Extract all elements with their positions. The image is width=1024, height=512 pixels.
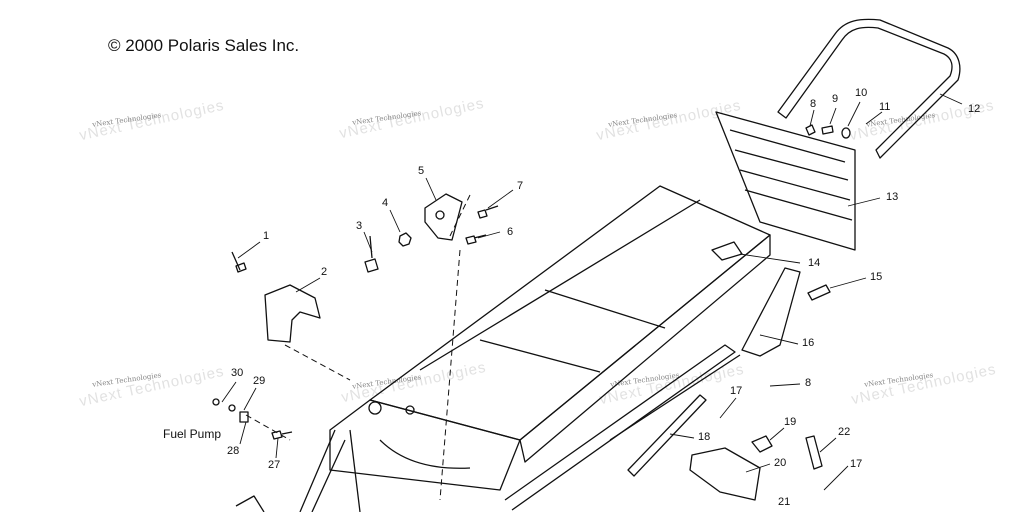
part-18-runner <box>627 394 707 477</box>
callout-9: 9 <box>832 93 839 105</box>
callout-13: 13 <box>886 191 899 203</box>
callout-5: 5 <box>418 165 425 177</box>
part-1-bolt <box>231 251 241 271</box>
part-16-footrest <box>741 267 801 357</box>
callout-22: 22 <box>838 426 851 438</box>
callout-17b: 17 <box>850 458 863 470</box>
callout-28: 28 <box>227 445 240 457</box>
tunnel-rail <box>504 344 736 511</box>
part-3-bolt <box>364 235 379 273</box>
part-15-pad <box>807 284 831 301</box>
callout-16: 16 <box>802 337 815 349</box>
part-19-block <box>751 435 773 453</box>
chassis-deck <box>369 185 771 441</box>
chassis-side <box>519 234 771 463</box>
callout-1: 1 <box>263 230 270 242</box>
callout-10: 10 <box>855 87 868 99</box>
callout-8b: 8 <box>805 377 812 389</box>
part-5-plate <box>424 193 463 241</box>
front-frame <box>299 429 361 512</box>
callout-21: 21 <box>778 496 791 508</box>
callout-18: 18 <box>698 431 711 443</box>
callout-2: 2 <box>321 266 328 278</box>
callout-14: 14 <box>808 257 821 269</box>
callout-8: 8 <box>810 98 817 110</box>
chassis-front <box>329 399 521 491</box>
callout-20: 20 <box>774 457 787 469</box>
part-12-bumper <box>777 18 961 159</box>
callout-6: 6 <box>507 226 514 238</box>
part-6-screw <box>465 234 487 245</box>
part-22-bolt <box>805 435 823 470</box>
copyright-text: © 2000 Polaris Sales Inc. <box>108 36 300 55</box>
callout-15: 15 <box>870 271 883 283</box>
callout-27: 27 <box>268 459 281 471</box>
callout-3: 3 <box>356 220 363 232</box>
callout-29: 29 <box>253 375 266 387</box>
callout-19: 19 <box>784 416 797 428</box>
part-2-bracket <box>264 284 321 343</box>
callout-17: 17 <box>730 385 743 397</box>
callout-30: 30 <box>231 367 244 379</box>
fuel-pump-label: Fuel Pump <box>163 427 222 441</box>
part-20-bracket <box>689 447 761 501</box>
callout-12: 12 <box>968 103 981 115</box>
callout-7: 7 <box>517 180 524 192</box>
part-14-tab <box>711 241 743 261</box>
part-13-grille <box>715 111 856 251</box>
callout-4: 4 <box>382 197 389 209</box>
part-4-nut <box>398 232 412 247</box>
callout-11: 11 <box>879 101 891 113</box>
part-7-screw <box>477 205 499 219</box>
